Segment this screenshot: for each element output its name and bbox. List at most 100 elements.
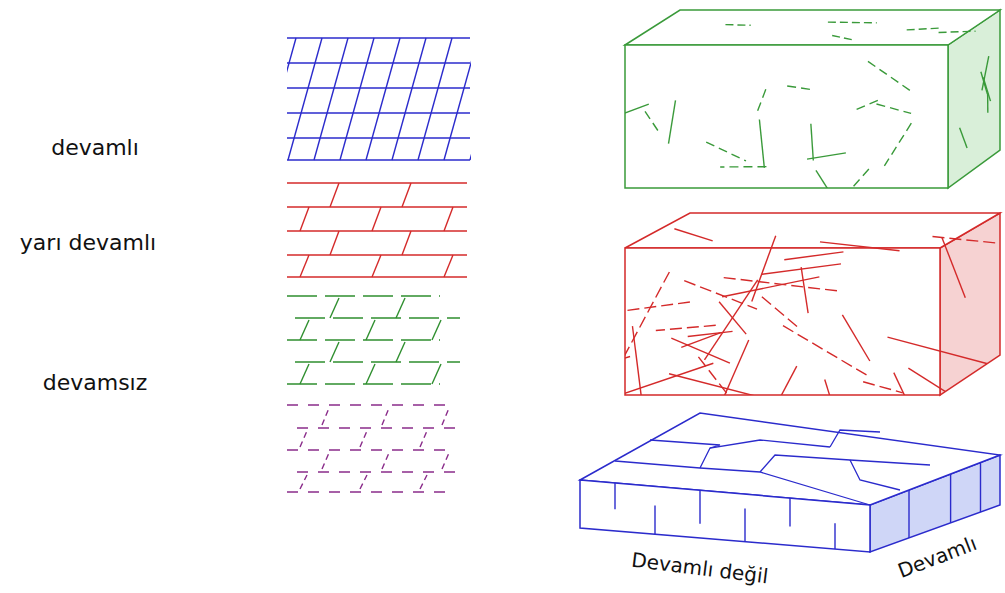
joint-line xyxy=(759,120,764,168)
continuous-pattern xyxy=(287,38,471,160)
joint-line xyxy=(674,229,712,241)
joint-line xyxy=(752,236,776,302)
joint-line xyxy=(287,206,467,207)
joint-line xyxy=(583,302,690,316)
joint-line xyxy=(287,404,455,405)
crack-line xyxy=(650,440,720,448)
joint-line xyxy=(420,475,427,489)
joint-line xyxy=(366,320,375,340)
persistence-label: devamsız xyxy=(43,371,148,395)
joint-line xyxy=(382,408,389,425)
crack-line xyxy=(830,430,880,447)
joint-line xyxy=(300,255,309,277)
joint-line xyxy=(444,207,453,231)
joint-line xyxy=(297,471,455,472)
joint-line xyxy=(908,490,909,538)
joint-line xyxy=(360,431,367,447)
joint-line xyxy=(820,242,900,251)
joint-line xyxy=(616,272,669,371)
joint-line xyxy=(366,38,400,160)
joint-line xyxy=(787,86,814,90)
discontinuous-pattern xyxy=(287,405,455,492)
joint-line xyxy=(300,320,309,340)
joint-line xyxy=(704,280,757,360)
joint-line xyxy=(601,104,649,122)
joint-line xyxy=(863,382,903,393)
joint-line xyxy=(632,326,647,442)
joint-line xyxy=(832,35,855,40)
joint-line xyxy=(789,498,790,526)
joint-line xyxy=(372,207,381,231)
joint-line xyxy=(340,38,374,160)
joint-line xyxy=(706,142,746,161)
joint-line xyxy=(420,431,427,447)
rock-blocks xyxy=(568,10,1002,552)
joint-line xyxy=(287,87,470,88)
joint-line xyxy=(300,475,307,489)
joint-line xyxy=(300,207,309,231)
joint-line xyxy=(744,508,745,541)
joint-line xyxy=(834,523,835,549)
joint-line xyxy=(719,302,746,334)
joint-line xyxy=(444,38,471,160)
joint-line xyxy=(295,317,460,318)
joint-line xyxy=(669,374,784,404)
joint-line xyxy=(418,38,452,160)
green-block xyxy=(601,10,1000,230)
joint-line xyxy=(784,252,843,260)
joint-line xyxy=(684,281,757,309)
joint-line xyxy=(432,320,441,340)
joint-line xyxy=(287,295,440,296)
joint-line xyxy=(762,297,800,329)
joint-line xyxy=(960,128,967,148)
joint-line xyxy=(442,408,449,425)
joint-line xyxy=(842,315,869,361)
joint-line xyxy=(287,276,467,277)
joint-line xyxy=(322,453,329,469)
joint-line xyxy=(983,77,990,101)
joint-line xyxy=(372,255,381,277)
joint-line xyxy=(295,361,460,362)
joint-line xyxy=(330,342,339,362)
joint-line xyxy=(855,100,878,110)
joint-line xyxy=(287,339,440,340)
persistence-label: devamlı xyxy=(51,136,139,160)
joint-line xyxy=(297,427,455,428)
joint-line xyxy=(876,104,911,113)
joint-line xyxy=(396,342,405,362)
joint-line xyxy=(645,111,660,134)
joint-line xyxy=(314,38,348,160)
joint-line xyxy=(801,267,808,313)
crack-line xyxy=(760,455,930,472)
joint-line xyxy=(287,383,440,384)
joint-line xyxy=(981,72,988,94)
joint-line xyxy=(287,37,470,38)
joint-line xyxy=(287,38,296,160)
joint-line xyxy=(950,474,951,523)
joint-line xyxy=(907,28,942,30)
blue-slab xyxy=(580,413,1000,552)
joint-line xyxy=(402,183,411,207)
joint-line xyxy=(811,124,813,161)
face-label: Devamlı değil xyxy=(630,549,769,588)
joint-line xyxy=(396,298,405,318)
joint-line xyxy=(720,166,766,168)
joint-line xyxy=(470,38,471,160)
joint-line xyxy=(568,356,630,373)
block-top-face xyxy=(625,10,1000,45)
face-label: Devamlı xyxy=(895,532,980,582)
joint-line xyxy=(942,237,966,298)
joint-line xyxy=(654,506,655,535)
crack-line xyxy=(615,461,870,505)
joint-line xyxy=(287,230,467,231)
joint-line xyxy=(908,368,1002,427)
slab-front-face xyxy=(580,480,870,552)
joint-line xyxy=(884,123,911,166)
joint-line xyxy=(287,182,467,183)
joint-line xyxy=(432,364,441,384)
joint-line xyxy=(300,364,309,384)
joint-line xyxy=(980,463,981,513)
joint-line xyxy=(724,278,842,292)
joint-line xyxy=(287,137,470,138)
